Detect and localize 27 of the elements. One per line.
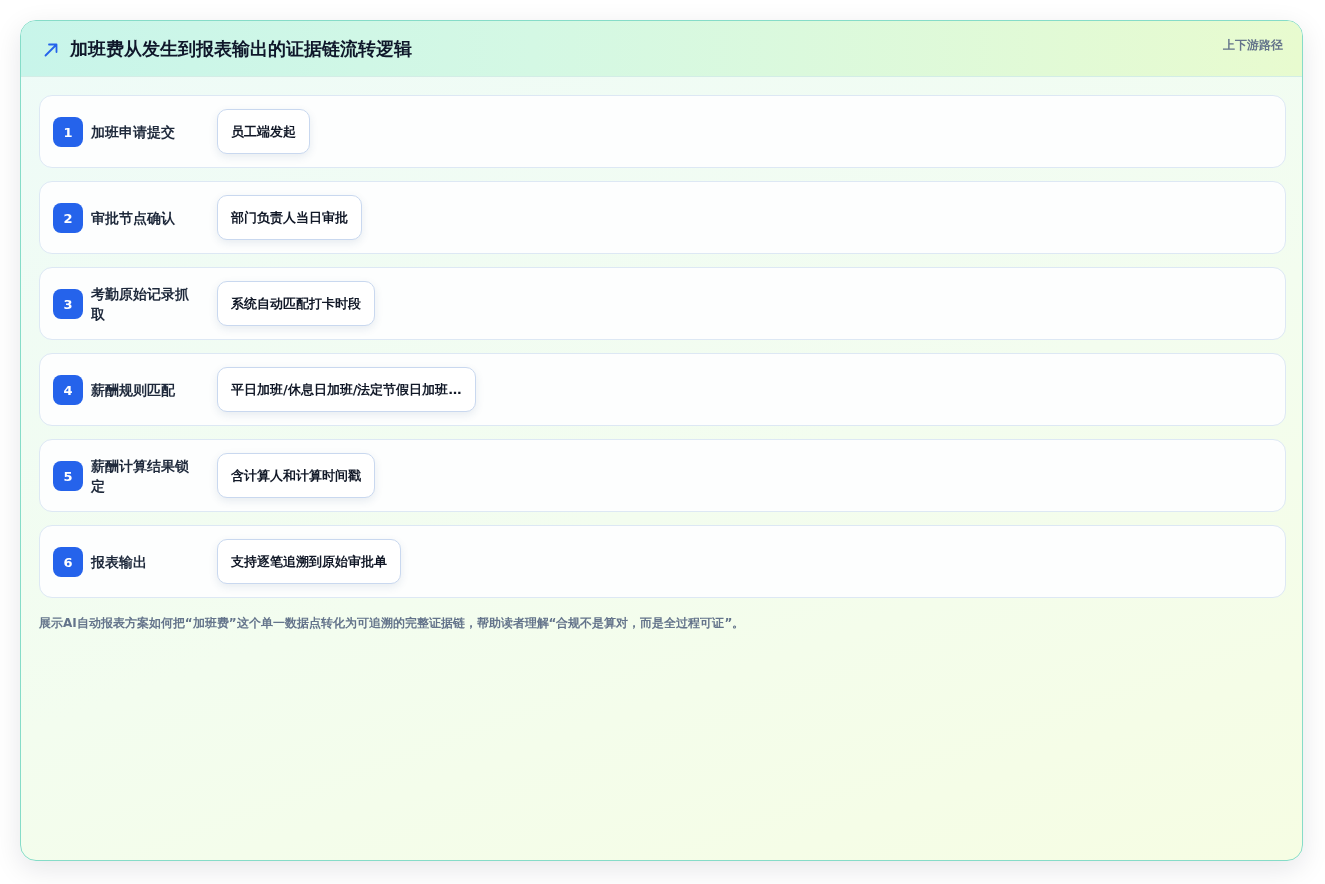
step-detail-tag: 支持逐笔追溯到原始审批单 [217, 539, 401, 584]
step-number: 5 [53, 461, 83, 491]
diagram-title: 加班费从发生到报表输出的证据链流转逻辑 [70, 37, 412, 61]
step-title: 薪酬规则匹配 [91, 380, 176, 400]
step-card [39, 439, 1286, 512]
section-tag: 上下游路径 [1223, 37, 1283, 53]
step-title: 加班申请提交 [91, 122, 176, 142]
step-card [39, 267, 1286, 340]
step-title: 薪酬计算结果锁定 [91, 456, 190, 496]
step-card [39, 353, 1286, 426]
step-card [39, 181, 1286, 254]
step-number: 4 [53, 375, 83, 405]
step-number: 6 [53, 547, 83, 577]
step-detail-tag: 部门负责人当日审批 [217, 195, 362, 240]
step-detail-tag: 员工端发起 [217, 109, 310, 154]
step-card [39, 525, 1286, 598]
step-title: 审批节点确认 [91, 208, 176, 228]
step-detail-tag: 平日加班/休息日加班/法定节假日加班… [217, 367, 476, 412]
step-title: 考勤原始记录抓取 [91, 284, 190, 324]
step-number: 2 [53, 203, 83, 233]
caption-text: 展示AI自动报表方案如何把“加班费”这个单一数据点转化为可追溯的完整证据链，帮助读者理解“合规不是算对，而是全过程可证”。 [39, 615, 745, 631]
step-number: 3 [53, 289, 83, 319]
step-number: 1 [53, 117, 83, 147]
step-detail-tag: 系统自动匹配打卡时段 [217, 281, 375, 326]
step-title: 报表输出 [91, 552, 148, 572]
step-card [39, 95, 1286, 168]
step-detail-tag: 含计算人和计算时间戳 [217, 453, 375, 498]
